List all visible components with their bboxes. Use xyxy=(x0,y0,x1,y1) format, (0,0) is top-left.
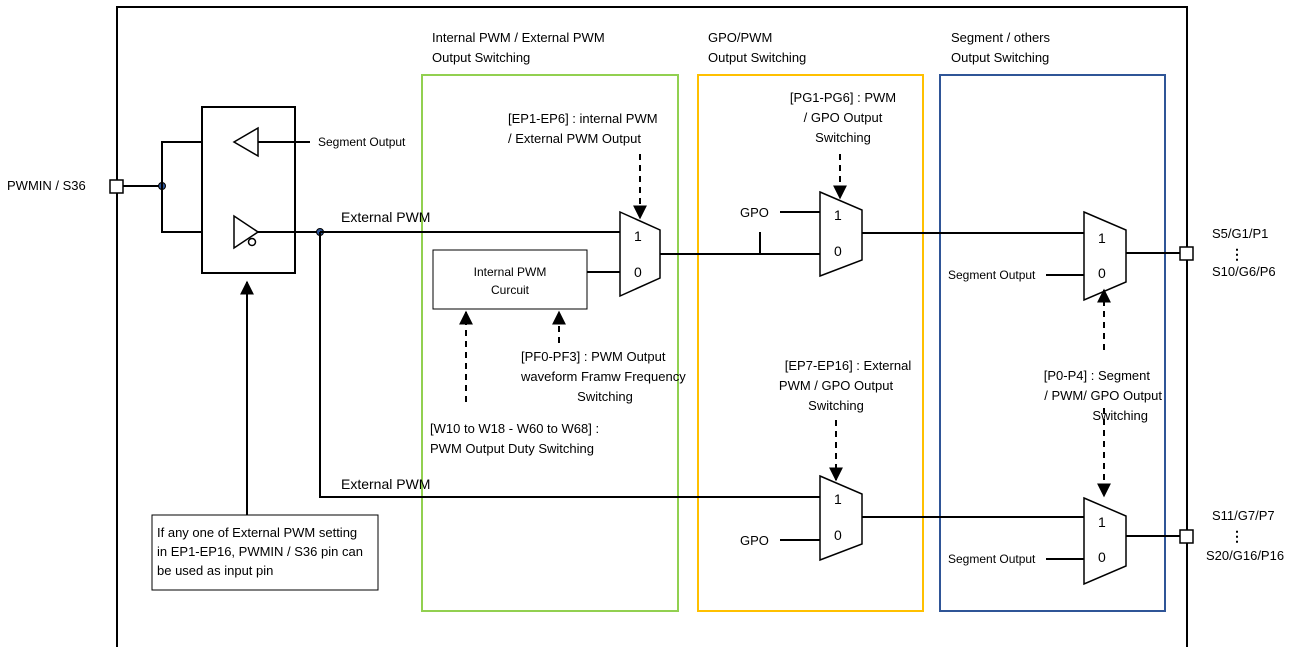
mux5-label-0: 0 xyxy=(1098,549,1106,565)
note-line-2: in EP1-EP16, PWMIN / S36 pin can xyxy=(157,544,363,559)
mux1-label-1: 1 xyxy=(634,228,642,244)
out-pin-top-dots: ⋮ xyxy=(1230,246,1244,262)
mux-segment-bottom xyxy=(1083,496,1127,586)
p0-annotation-3: Switching xyxy=(1092,408,1148,423)
mux5-label-1: 1 xyxy=(1098,514,1106,530)
mux3-label-0: 0 xyxy=(1098,265,1106,281)
out-pin-bottom-1: S11/G7/P7 xyxy=(1212,508,1275,523)
mux-internal-external xyxy=(619,210,661,298)
ep7-annotation-2: PWM / GPO Output xyxy=(779,378,894,393)
pwmin-pin xyxy=(109,179,124,194)
p0-annotation-1: [P0-P4] : Segment xyxy=(1044,368,1151,383)
green-region-title-2: Output Switching xyxy=(432,50,530,65)
mux4-label-1: 1 xyxy=(834,491,842,507)
mux1-label-0: 0 xyxy=(634,264,642,280)
internal-external-pwm-region xyxy=(421,74,679,612)
output-pin-bottom xyxy=(1179,529,1194,544)
blue-region-title-1: Segment / others xyxy=(951,30,1050,45)
chip-outline xyxy=(116,6,1188,647)
pwmin-pin-label: PWMIN / S36 xyxy=(7,178,86,193)
mux2-label-1: 1 xyxy=(834,207,842,223)
pf-annotation-3: Switching xyxy=(577,389,633,404)
input-buffer xyxy=(233,214,260,250)
out-pin-top-1: S5/G1/P1 xyxy=(1212,226,1268,241)
external-pwm-label-top: External PWM xyxy=(341,209,430,225)
external-pwm-label-bottom: External PWM xyxy=(341,476,430,492)
ep7-annotation-3: Switching xyxy=(808,398,864,413)
ep1-annotation-1: [EP1-EP6] : internal PWM xyxy=(508,111,658,126)
gpo-label-bottom: GPO xyxy=(740,533,769,548)
output-pin-top xyxy=(1179,246,1194,261)
pg-annotation-3: Switching xyxy=(815,130,871,145)
pg-annotation-1: [PG1-PG6] : PWM xyxy=(790,90,896,105)
out-pin-bottom-dots: ⋮ xyxy=(1230,528,1244,544)
out-pin-bottom-2: S20/G16/P16 xyxy=(1206,548,1284,563)
mux-gpo-pwm-bottom xyxy=(819,474,863,562)
io-buffer-box xyxy=(201,106,296,274)
w-annotation-1: [W10 to W18 - W60 to W68] : xyxy=(430,421,599,436)
mux-segment-top xyxy=(1083,210,1127,302)
internal-pwm-label-1: Internal PWM xyxy=(474,265,547,279)
mux3-label-1: 1 xyxy=(1098,230,1106,246)
input-pin-note xyxy=(151,514,379,591)
w-annotation-2: PWM Output Duty Switching xyxy=(430,441,594,456)
blue-region-title-2: Output Switching xyxy=(951,50,1049,65)
ep7-annotation-1: [EP7-EP16] : External xyxy=(785,358,912,373)
segment-output-label-top: Segment Output xyxy=(948,268,1036,282)
segment-others-region xyxy=(939,74,1166,612)
mux-gpo-pwm-top xyxy=(819,190,863,278)
pf-annotation-1: [PF0-PF3] : PWM Output xyxy=(521,349,666,364)
internal-pwm-label-2: Curcuit xyxy=(491,283,530,297)
yellow-region-title-1: GPO/PWM xyxy=(708,30,772,45)
internal-pwm-circuit xyxy=(432,249,588,310)
out-pin-top-2: S10/G6/P6 xyxy=(1212,264,1276,279)
pg-annotation-2: / GPO Output xyxy=(804,110,883,125)
mux2-label-0: 0 xyxy=(834,243,842,259)
yellow-region-title-2: Output Switching xyxy=(708,50,806,65)
green-region-title-1: Internal PWM / External PWM xyxy=(432,30,605,45)
mux4-label-0: 0 xyxy=(834,527,842,543)
ep1-annotation-2: / External PWM Output xyxy=(508,131,641,146)
gpo-pwm-region xyxy=(697,74,924,612)
pf-annotation-2: waveform Framw Frequency xyxy=(520,369,686,384)
p0-annotation-2: / PWM/ GPO Output xyxy=(1044,388,1162,403)
note-line-1: If any one of External PWM setting xyxy=(157,525,357,540)
note-line-3: be used as input pin xyxy=(157,563,273,578)
segment-output-label-bottom: Segment Output xyxy=(948,552,1036,566)
inverting-bubble xyxy=(247,237,257,247)
gpo-label-top: GPO xyxy=(740,205,769,220)
segment-output-label: Segment Output xyxy=(318,135,406,149)
